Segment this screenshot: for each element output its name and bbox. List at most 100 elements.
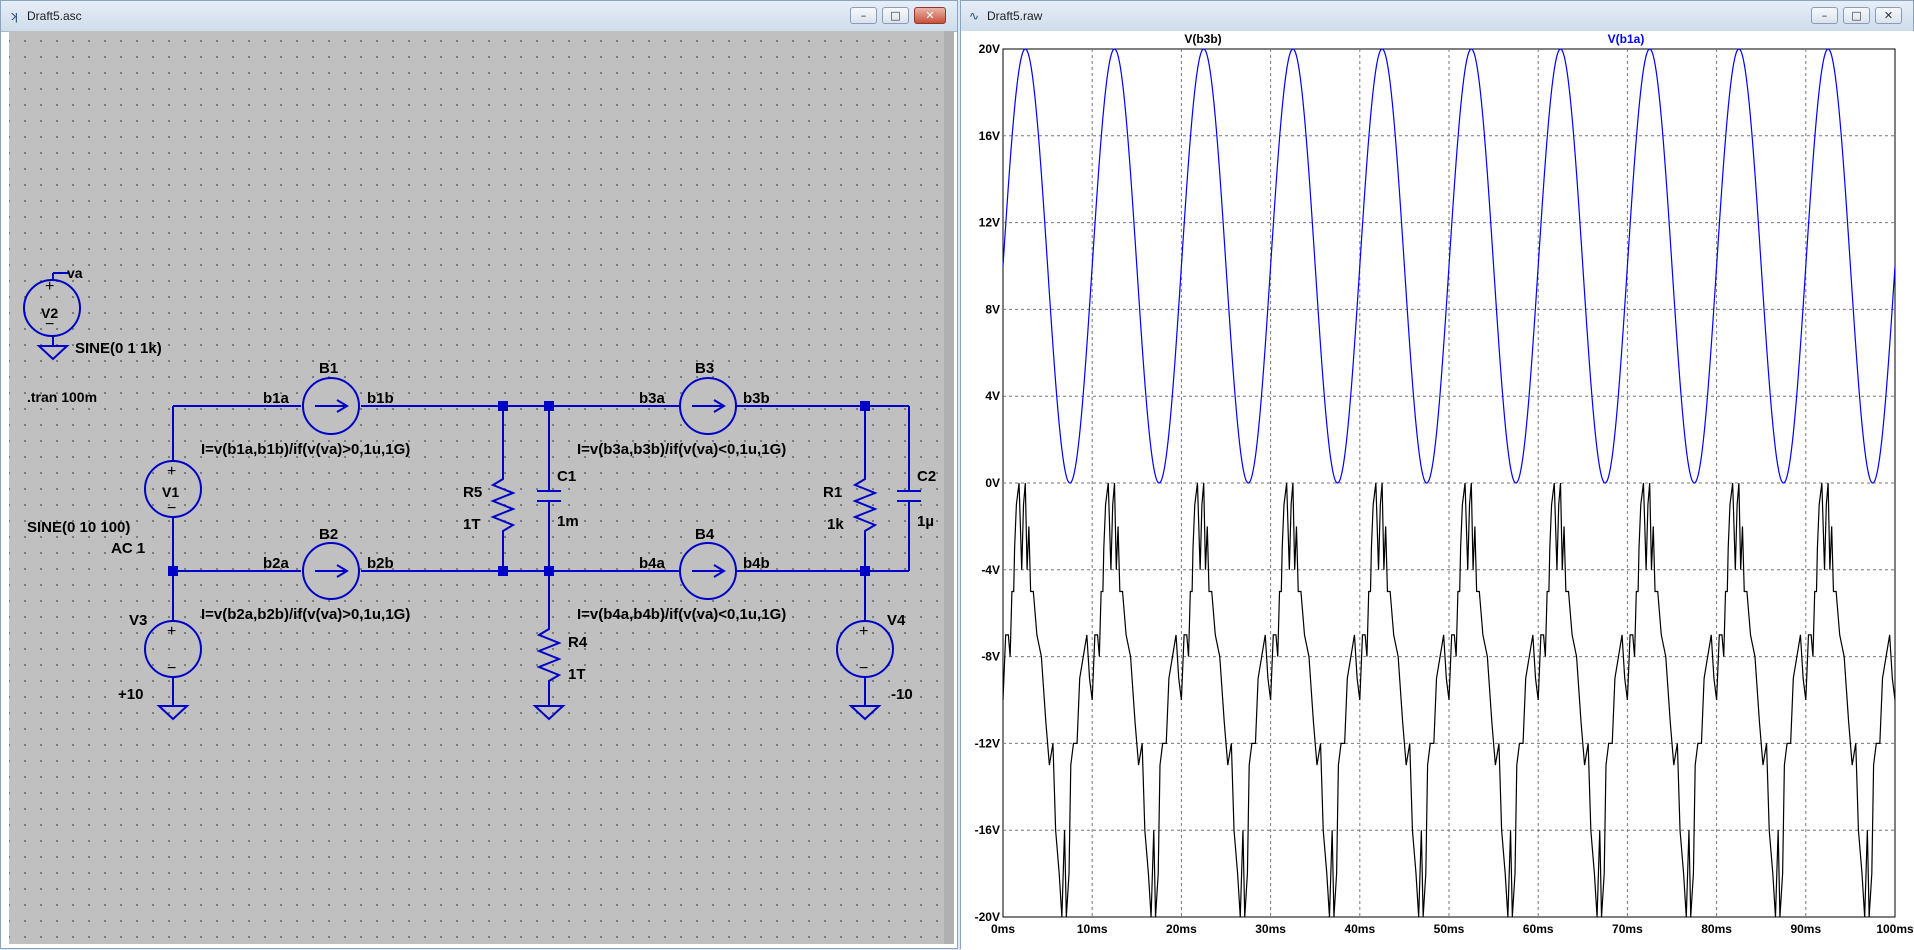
b2-current-source[interactable] <box>302 542 360 600</box>
x-tick-label: 90ms <box>1790 922 1821 936</box>
x-tick-label: 50ms <box>1434 922 1465 936</box>
schematic-window[interactable]: ʞ Draft5.asc – □ ✕ <box>0 0 958 949</box>
r5-value: 1T <box>463 516 481 533</box>
r5-resistor[interactable] <box>490 471 516 541</box>
b3-in-net: b3a <box>639 390 666 407</box>
b4-current-source[interactable] <box>679 542 737 600</box>
close-button[interactable]: ✕ <box>1875 7 1902 24</box>
close-button[interactable]: ✕ <box>914 7 946 24</box>
v2-voltage-source[interactable]: + − <box>23 278 81 337</box>
y-tick-label: 8V <box>985 302 1000 316</box>
y-tick-label: 16V <box>979 129 1000 143</box>
x-axis-ticks: 0ms 10ms 20ms 30ms 40ms 50ms 60ms 70ms 80ms 90ms 1… <box>991 922 1914 936</box>
waveform-window-title: Draft5.raw <box>987 9 1043 23</box>
svg-text:−: − <box>167 660 176 677</box>
b2-label: B2 <box>319 526 338 543</box>
b1-expression: I=v(b1a,b1b)/if(v(va)>0,1u,1G) <box>201 441 410 458</box>
b3-expression: I=v(b3a,b3b)/if(v(va)<0,1u,1G) <box>577 441 786 458</box>
schematic-canvas[interactable]: + − V2 va SINE(0 1 1k) .tran 100m + − V1… <box>1 1 959 950</box>
svg-text:−: − <box>167 500 176 517</box>
svg-text:−: − <box>45 316 54 333</box>
b4-expression: I=v(b4a,b4b)/if(v(va)<0,1u,1G) <box>577 606 786 623</box>
c1-capacitor[interactable] <box>537 490 561 502</box>
minimize-button[interactable]: – <box>850 7 877 24</box>
trace-label-v-b1a[interactable]: V(b1a) <box>1608 32 1645 46</box>
minimize-button[interactable]: – <box>1811 7 1838 24</box>
va-net-label: va <box>67 265 83 281</box>
ground-icon <box>36 345 70 361</box>
b1-label: B1 <box>319 360 338 377</box>
c2-label: C2 <box>917 468 936 485</box>
schematic-titlebar[interactable]: ʞ Draft5.asc – □ ✕ <box>1 1 957 32</box>
x-tick-label: 30ms <box>1255 922 1286 936</box>
r1-value: 1k <box>827 516 844 533</box>
b4-label: B4 <box>695 526 715 543</box>
v3-value: +10 <box>118 686 143 703</box>
b2-expression: I=v(b2a,b2b)/if(v(va)>0,1u,1G) <box>201 606 410 623</box>
waveform-titlebar[interactable]: ∿ Draft5.raw – □ ✕ <box>961 1 1913 32</box>
ground-icon <box>532 705 566 721</box>
v2-value: SINE(0 1 1k) <box>75 340 162 357</box>
maximize-button[interactable]: □ <box>882 7 909 24</box>
b2-in-net: b2a <box>263 555 290 572</box>
x-tick-label: 20ms <box>1166 922 1197 936</box>
b3-label: B3 <box>695 360 714 377</box>
x-tick-label: 10ms <box>1077 922 1108 936</box>
x-tick-label: 0ms <box>991 922 1015 936</box>
r4-label: R4 <box>568 634 588 651</box>
r5-label: R5 <box>463 484 482 501</box>
v4-voltage-source[interactable]: + − <box>836 620 894 678</box>
svg-text:−: − <box>859 660 868 677</box>
svg-text:+: + <box>859 623 868 640</box>
waveform-app-icon: ∿ <box>968 9 980 23</box>
trace-v-b3b <box>1002 482 1896 918</box>
c2-capacitor[interactable] <box>897 490 921 502</box>
b1-in-net: b1a <box>263 390 290 407</box>
y-tick-label: -20V <box>975 910 1000 924</box>
maximize-button[interactable]: □ <box>1843 7 1870 24</box>
y-tick-label: -8V <box>981 650 1000 664</box>
v4-value: -10 <box>891 686 913 703</box>
v1-label: V1 <box>162 484 179 500</box>
b3-current-source[interactable] <box>679 377 737 435</box>
v1-value: SINE(0 10 100) <box>27 519 130 536</box>
v2-label: V2 <box>41 305 58 321</box>
v3-label: V3 <box>129 612 147 629</box>
x-tick-label: 70ms <box>1612 922 1643 936</box>
v3-voltage-source[interactable]: + − <box>144 620 202 678</box>
b3-out-net: b3b <box>743 390 770 407</box>
svg-text:+: + <box>45 278 54 295</box>
x-tick-label: 60ms <box>1523 922 1554 936</box>
y-tick-label: -12V <box>975 736 1000 750</box>
x-tick-label: 80ms <box>1701 922 1732 936</box>
x-tick-label: 100ms <box>1876 922 1914 936</box>
c1-label: C1 <box>557 468 576 485</box>
b1-out-net: b1b <box>367 390 394 407</box>
y-tick-label: -4V <box>981 563 1000 577</box>
schematic-window-title: Draft5.asc <box>27 9 82 23</box>
y-tick-label: -16V <box>975 823 1000 837</box>
v1-voltage-source[interactable]: + − <box>144 460 202 518</box>
v4-label: V4 <box>887 612 906 629</box>
plot-grid <box>1003 49 1895 917</box>
ground-icon <box>156 705 190 721</box>
b2-out-net: b2b <box>367 555 394 572</box>
y-tick-label: 0V <box>985 476 1000 490</box>
trace-v-b1a <box>1002 48 1896 484</box>
tran-directive[interactable]: .tran 100m <box>27 389 97 405</box>
schematic-scrollbar[interactable] <box>944 31 954 944</box>
y-tick-label: 12V <box>979 216 1000 230</box>
r1-resistor[interactable] <box>852 471 878 541</box>
b4-out-net: b4b <box>743 555 770 572</box>
r4-resistor[interactable] <box>536 621 562 691</box>
b4-in-net: b4a <box>639 555 666 572</box>
ground-icon <box>848 705 882 721</box>
v1-ac: AC 1 <box>111 540 145 557</box>
svg-text:+: + <box>167 463 176 480</box>
trace-label-v-b3b[interactable]: V(b3b) <box>1184 32 1221 46</box>
x-tick-label: 40ms <box>1344 922 1375 936</box>
b1-current-source[interactable] <box>302 377 360 435</box>
